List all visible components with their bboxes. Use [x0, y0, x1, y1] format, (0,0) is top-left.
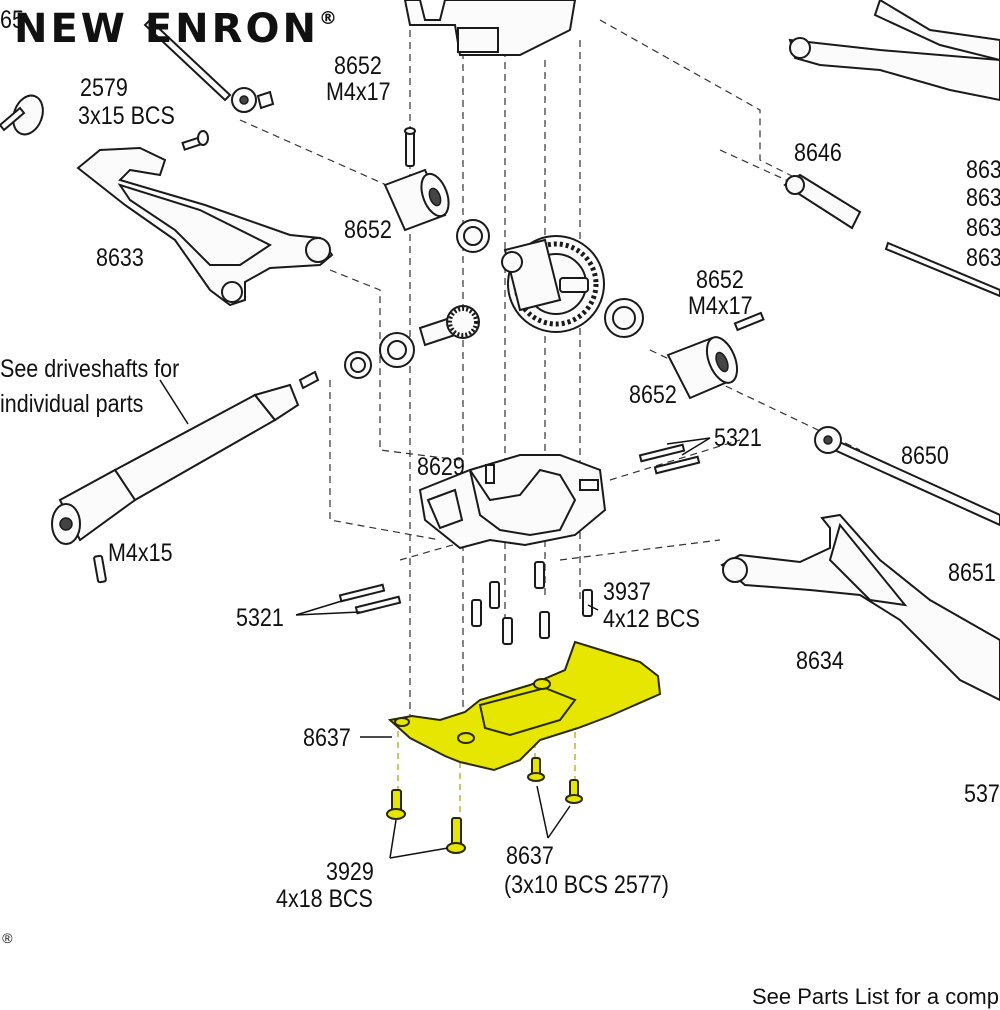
- bearing-top: [456, 219, 490, 253]
- label-see-driveshafts-2: individual parts: [0, 390, 144, 418]
- ring-clip: [0, 94, 44, 136]
- driveshaft-top-left: [143, 18, 275, 113]
- arm-top-right: [788, 0, 1000, 102]
- cup-8652-left: [383, 168, 450, 232]
- screw-m4x15: [93, 554, 107, 584]
- pins-5321-bottom: [295, 583, 402, 616]
- label-5321-bottom: 5321: [236, 604, 284, 632]
- arm-8634: [720, 513, 1000, 702]
- label-right-partial-2: 863: [966, 184, 1000, 212]
- label-8652-cup-right: 8652: [629, 381, 677, 409]
- screw-2579: [181, 130, 209, 151]
- arm-8633: [76, 146, 334, 307]
- driveshaft-left: [51, 370, 320, 545]
- label-see-driveshafts-1: See driveshafts for: [0, 355, 180, 383]
- pin-8652-right: [733, 311, 765, 332]
- label-8633: 8633: [96, 244, 144, 272]
- label-3929-size: 4x18 BCS: [276, 885, 373, 913]
- label-8652-top-size: M4x17: [326, 78, 391, 106]
- bearing-right: [604, 298, 644, 338]
- label-537-partial: 537: [964, 780, 1000, 808]
- bolts-yellow: [386, 757, 583, 854]
- label-8634: 8634: [796, 647, 844, 675]
- label-3929-number: 3929: [326, 858, 374, 886]
- label-right-partial-4: 863: [966, 244, 1000, 272]
- cup-8652-right: [666, 336, 739, 400]
- label-8637-screws-size: (3x10 BCS 2577): [504, 871, 669, 899]
- screws-3937: [471, 561, 593, 645]
- label-right-partial-1: 863: [966, 156, 1000, 184]
- differential-ring-gear: [501, 235, 605, 333]
- label-8652-cup-left: 8652: [344, 216, 392, 244]
- label-m4x15: M4x15: [108, 539, 173, 567]
- pin-8652-top: [404, 127, 416, 167]
- label-8652-right-size: M4x17: [688, 292, 753, 320]
- label-3937-size: 4x12 BCS: [603, 605, 700, 633]
- label-8646: 8646: [794, 139, 842, 167]
- pins-5321-top: [638, 443, 701, 475]
- label-8650: 8650: [901, 442, 949, 470]
- label-top-left-partial: 65: [0, 6, 24, 34]
- pinion-gear: [418, 305, 480, 347]
- brand-logo: NEW ENRON®: [14, 6, 337, 52]
- transmission-top: [403, 0, 577, 56]
- trademark-mark: ®: [2, 930, 13, 946]
- leader-lines: [360, 437, 711, 859]
- label-2579-size: 3x15 BCS: [78, 102, 175, 130]
- label-8651: 8651: [948, 559, 996, 587]
- footer-note: See Parts List for a comp: [752, 984, 999, 1009]
- housing-8629: [418, 454, 607, 550]
- label-right-partial-3: 863: [966, 214, 1000, 242]
- rod-right: [884, 241, 1000, 298]
- label-5321-top: 5321: [714, 424, 762, 452]
- label-8637: 8637: [303, 724, 351, 752]
- label-8652-top-number: 8652: [334, 52, 382, 80]
- skid-plate-8637: [387, 640, 662, 772]
- label-8637-screws-number: 8637: [506, 842, 554, 870]
- label-3937-number: 3937: [603, 578, 651, 606]
- label-8629: 8629: [417, 453, 465, 481]
- driveshaft-8650: [814, 426, 1000, 527]
- label-2579-number: 2579: [80, 74, 128, 102]
- label-8652-right-number: 8652: [696, 266, 744, 294]
- bearing-middle: [344, 332, 415, 379]
- part-8646: [783, 173, 862, 230]
